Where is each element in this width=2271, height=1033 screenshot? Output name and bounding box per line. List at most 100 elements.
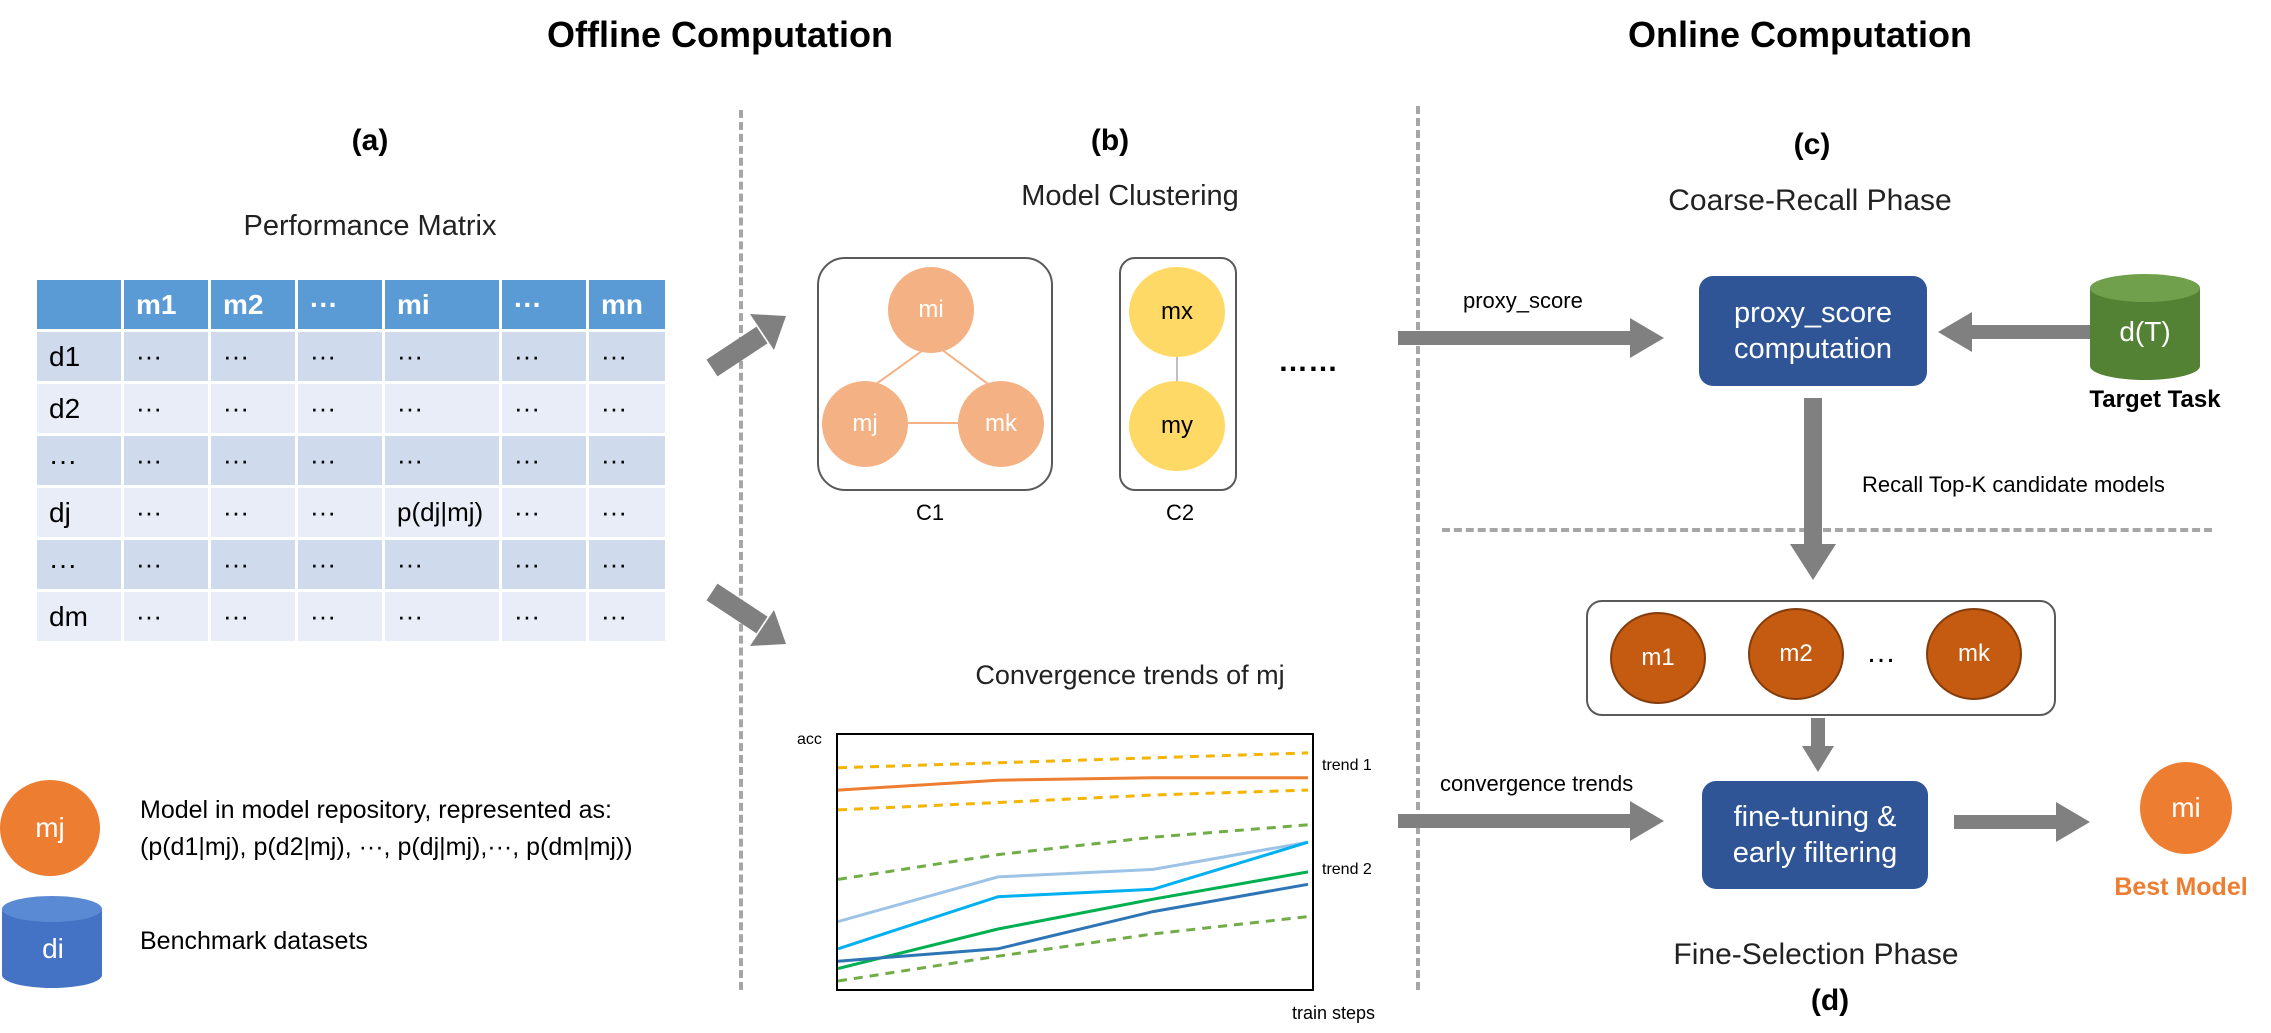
trend-line-1 [838,776,1308,792]
target-task-label: Target Task [2089,386,2221,413]
chart-x-label: train steps [1292,1003,1376,1023]
cluster-c2-label: C2 [1165,500,1195,525]
chart-y-label: acc [797,731,822,748]
divider-online [1416,106,1420,990]
target-task-symbol: d(T) [2119,316,2171,347]
matrix-cell: ··· [502,332,586,381]
proxy-arrow-label: proxy_score [1463,288,1583,313]
divider-offline [739,110,743,990]
trend-line-2 [838,788,1309,812]
trend2-label: trend 2 [1322,861,1372,878]
dataset-legend-symbol: di [42,933,64,964]
matrix-cell: ··· [502,540,586,589]
trend-line-6 [838,870,1309,971]
proxy-box-line1: proxy_score [1734,296,1892,329]
best-model-label: Best Model [2114,873,2248,901]
cluster-c1-label: C1 [915,500,945,525]
matrix-col-header: mi [385,280,499,329]
arrow-to-convergence [706,583,786,646]
matrix-cell: ··· [124,436,208,485]
clustering-title: Model Clustering [1021,180,1239,212]
model-legend-text: Model in model repository, represented a… [140,792,633,866]
recall-label: Recall Top-K candidate models [1862,472,2165,497]
conv-arrow-label: convergence trends [1440,771,1634,796]
cluster-node-my: my [1129,381,1225,471]
matrix-col-header: ··· [502,280,586,329]
candidate-node-m1: m1 [1610,612,1706,704]
matrix-cell: ··· [124,332,208,381]
matrix-cell: ··· [385,540,499,589]
fine-tuning-box: fine-tuning & early filtering [1702,781,1928,889]
cluster-node-mj: mj [822,381,908,467]
matrix-cell: ··· [589,332,665,381]
candidate-node-m2: m2 [1748,608,1844,700]
matrix-cell: ··· [589,540,665,589]
convergence-chart [836,733,1314,991]
matrix-cell: ··· [298,436,382,485]
candidate-arrow [1802,718,1834,772]
model-legend-line2: (p(d1|mj), p(d2|mj), ···, p(dj|mj),···, … [140,833,633,861]
panel-label-d: (d) [1810,984,1850,1017]
matrix-cell: ··· [502,592,586,641]
matrix-cell: ··· [37,540,121,589]
matrix-cell: ··· [385,332,499,381]
panel-label-c: (c) [1793,128,1831,161]
proxy-score-box: proxy_score computation [1699,276,1927,386]
table-row: dm ··· ··· ··· ··· ··· ··· [37,592,665,641]
model-legend-icon: mj [0,780,100,876]
coarse-title: Coarse-Recall Phase [1668,184,1952,217]
panel-label-a: (a) [351,124,389,157]
panel-label-b: (b) [1090,124,1130,157]
matrix-cell: ··· [124,488,208,537]
best-model-icon: mi [2140,762,2232,854]
trend-line-3 [838,823,1309,881]
matrix-cell: d2 [37,384,121,433]
matrix-cell: ··· [589,384,665,433]
matrix-cell: ··· [124,384,208,433]
matrix-cell: ··· [211,436,295,485]
matrix-cell: ··· [211,384,295,433]
proxy-box-line2: computation [1734,333,1892,365]
cluster-ellipsis: …… [1278,345,1338,378]
matrix-cell: ··· [298,592,382,641]
matrix-title: Performance Matrix [243,210,497,242]
matrix-cell: ··· [298,332,382,381]
trend-line-8 [838,915,1309,983]
target-arrow [1938,312,2092,352]
matrix-col-header [37,280,121,329]
matrix-cell: ··· [124,592,208,641]
dataset-legend-text: Benchmark datasets [140,927,368,955]
proxy-arrow [1398,318,1664,358]
trend-line-4 [838,840,1309,923]
model-legend-line1: Model in model repository, represented a… [140,796,612,824]
cluster-node-mk: mk [958,381,1044,467]
matrix-cell: ··· [298,540,382,589]
matrix-cell: ··· [385,436,499,485]
matrix-col-header: mn [589,280,665,329]
matrix-col-header: m2 [211,280,295,329]
matrix-cell: ··· [211,488,295,537]
table-row: d1 ··· ··· ··· ··· ··· ··· [37,332,665,381]
matrix-cell: ··· [298,488,382,537]
dataset-legend-icon [2,896,102,988]
table-row: dj ··· ··· ··· p(dj|mj) ··· ··· [37,488,665,537]
matrix-cell: ··· [211,592,295,641]
matrix-cell: d1 [37,332,121,381]
target-task-icon [2090,274,2200,380]
fine-box-line1: fine-tuning & [1733,800,1897,833]
recall-arrow [1790,398,1836,580]
fine-title: Fine-Selection Phase [1673,938,1959,971]
divider-phases [1442,528,2212,532]
trend-line-0 [838,751,1309,770]
matrix-cell: ··· [502,436,586,485]
cluster-node-mx: mx [1129,267,1225,357]
matrix-cell: p(dj|mj) [385,488,499,537]
matrix-col-header: ··· [298,280,382,329]
matrix-cell: ··· [385,592,499,641]
matrix-cell: ··· [298,384,382,433]
matrix-cell: ··· [37,436,121,485]
conv-trends-arrow [1398,801,1664,841]
candidate-ellipsis: … [1866,636,1896,669]
matrix-cell: dm [37,592,121,641]
fine-box-line2: early filtering [1732,837,1898,869]
